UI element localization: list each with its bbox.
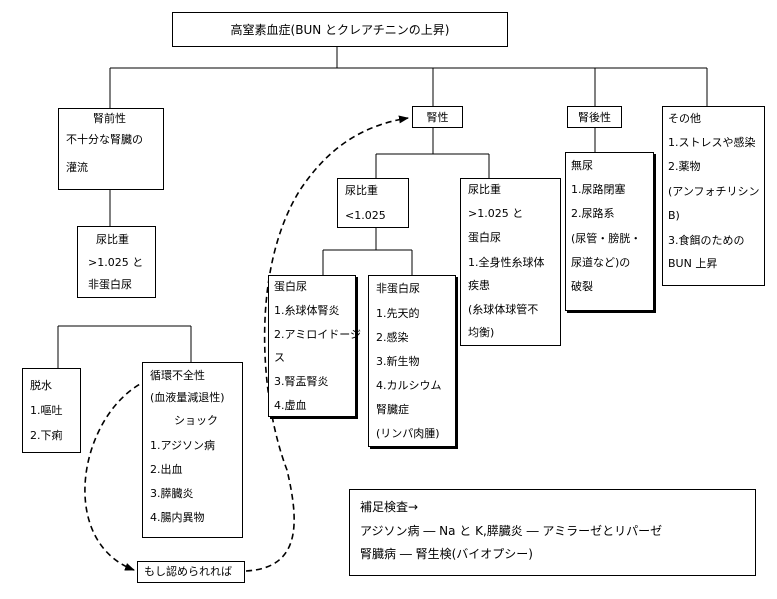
other-line-6: 3.食餌のための xyxy=(668,234,745,247)
renal-high-sg-line-6: (糸球体球管不 xyxy=(468,303,539,316)
renal-non-proteinuria-line-7: (リンパ肉腫) xyxy=(376,427,440,440)
other-line-4: (アンフォチリシン xyxy=(668,185,760,198)
renal-non-proteinuria-line-3: 2.感染 xyxy=(376,331,409,344)
renal-non-proteinuria-box: 非蛋白尿 1.先天的 2.感染 3.新生物 4.カルシウム 腎臓症 (リンパ肉腫… xyxy=(368,275,456,447)
prerenal-heading: 腎前性 xyxy=(93,112,126,125)
renal-non-proteinuria-line-1: 非蛋白尿 xyxy=(376,282,420,295)
postrenal-line-4: (尿管・膀胱・ xyxy=(571,232,642,245)
renal-high-sg-line-3: 蛋白尿 xyxy=(468,231,501,244)
postrenal-line-2: 1.尿路閉塞 xyxy=(571,183,626,196)
renal-high-sg-line-4: 1.全身性糸球体 xyxy=(468,256,545,269)
confirm-text: もし認められれば xyxy=(144,565,232,578)
renal-proteinuria-line-4: ス xyxy=(274,351,285,364)
renal-proteinuria-line-1: 蛋白尿 xyxy=(274,280,307,293)
renal-proteinuria-line-5: 3.腎盂腎炎 xyxy=(274,375,329,388)
other-line-7: BUN 上昇 xyxy=(668,257,718,270)
other-line-3: 2.薬物 xyxy=(668,160,701,173)
postrenal-line-3: 2.尿路系 xyxy=(571,207,615,220)
prerenal-line-2: 灌流 xyxy=(66,161,88,174)
renal-box: 腎性 xyxy=(412,106,463,128)
postrenal-heading: 腎後性 xyxy=(578,111,611,124)
circulatory-line-2: (血液量減退性) xyxy=(150,391,225,404)
prerenal-urine-box: 尿比重 >1.025 と 非蛋白尿 xyxy=(77,226,156,298)
other-line-1: その他 xyxy=(668,112,701,125)
circulatory-line-3: ショック xyxy=(174,414,218,427)
renal-high-sg-box: 尿比重 >1.025 と 蛋白尿 1.全身性糸球体 疾患 (糸球体球管不 均衡) xyxy=(460,178,561,346)
renal-proteinuria-line-6: 4.虚血 xyxy=(274,399,307,412)
postrenal-line-6: 破裂 xyxy=(571,280,593,293)
supplementary-line-1: 補足検査→ xyxy=(360,500,419,514)
other-causes-box: その他 1.ストレスや感染 2.薬物 (アンフォチリシン B) 3.食餌のための… xyxy=(662,106,765,286)
renal-proteinuria-box: 蛋白尿 1.糸球体腎炎 2.アミロイドージ ス 3.腎盂腎炎 4.虚血 xyxy=(268,275,361,417)
prerenal-urine-line-2: >1.025 と xyxy=(88,256,144,269)
supplementary-tests-box: 補足検査→ アジソン病 ― Na と K,膵臓炎 ― アミラーゼとリパーゼ 腎臓… xyxy=(349,489,756,576)
renal-non-proteinuria-line-4: 3.新生物 xyxy=(376,355,420,368)
renal-low-sg-line-2: <1.025 xyxy=(345,209,386,222)
prerenal-urine-line-1: 尿比重 xyxy=(96,233,129,246)
diagram-title-text: 高窒素血症(BUN とクレアチニンの上昇) xyxy=(230,23,450,37)
prerenal-box: 腎前性 不十分な腎臓の 灌流 xyxy=(58,108,164,190)
dehydration-line-2: 1.嘔吐 xyxy=(30,404,63,417)
prerenal-line-1: 不十分な腎臓の xyxy=(66,133,143,146)
renal-low-sg-line-1: 尿比重 xyxy=(345,184,378,197)
circulatory-line-4: 1.アジソン病 xyxy=(150,439,216,452)
supplementary-line-2: アジソン病 ― Na と K,膵臓炎 ― アミラーゼとリパーゼ xyxy=(360,524,663,538)
renal-heading: 腎性 xyxy=(426,111,449,124)
circulatory-line-6: 3.膵臓炎 xyxy=(150,487,194,500)
circulatory-shock-box: 循環不全性 (血液量減退性) ショック 1.アジソン病 2.出血 3.膵臓炎 4… xyxy=(142,362,243,538)
renal-high-sg-line-1: 尿比重 xyxy=(468,183,501,196)
postrenal-box: 腎後性 xyxy=(567,106,622,128)
diagram-title: 高窒素血症(BUN とクレアチニンの上昇) xyxy=(172,12,508,47)
renal-non-proteinuria-line-6: 腎臓症 xyxy=(376,403,409,416)
circulatory-line-5: 2.出血 xyxy=(150,463,183,476)
renal-proteinuria-line-2: 1.糸球体腎炎 xyxy=(274,304,340,317)
renal-proteinuria-line-3: 2.アミロイドージ xyxy=(274,328,362,341)
postrenal-detail-box: 無尿 1.尿路閉塞 2.尿路系 (尿管・膀胱・ 尿道など)の 破裂 xyxy=(565,152,654,311)
circulatory-line-1: 循環不全性 xyxy=(150,369,205,382)
postrenal-line-1: 無尿 xyxy=(571,159,593,172)
renal-high-sg-line-7: 均衡) xyxy=(468,326,495,339)
renal-high-sg-line-2: >1.025 と xyxy=(468,207,524,220)
renal-non-proteinuria-line-2: 1.先天的 xyxy=(376,307,420,320)
renal-non-proteinuria-line-5: 4.カルシウム xyxy=(376,379,442,392)
circulatory-line-7: 4.腸内異物 xyxy=(150,511,205,524)
dehydration-line-1: 脱水 xyxy=(30,379,52,392)
other-line-2: 1.ストレスや感染 xyxy=(668,136,756,149)
supplementary-line-3: 腎臓病 ― 腎生検(バイオプシー) xyxy=(360,547,533,561)
dehydration-line-3: 2.下痢 xyxy=(30,429,63,442)
other-line-5: B) xyxy=(668,209,680,222)
postrenal-line-5: 尿道など)の xyxy=(571,256,631,269)
renal-high-sg-line-5: 疾患 xyxy=(468,279,490,292)
renal-low-sg-box: 尿比重 <1.025 xyxy=(337,178,409,228)
confirm-box: もし認められれば xyxy=(137,561,245,583)
prerenal-urine-line-3: 非蛋白尿 xyxy=(88,278,132,291)
dehydration-box: 脱水 1.嘔吐 2.下痢 xyxy=(22,368,81,453)
